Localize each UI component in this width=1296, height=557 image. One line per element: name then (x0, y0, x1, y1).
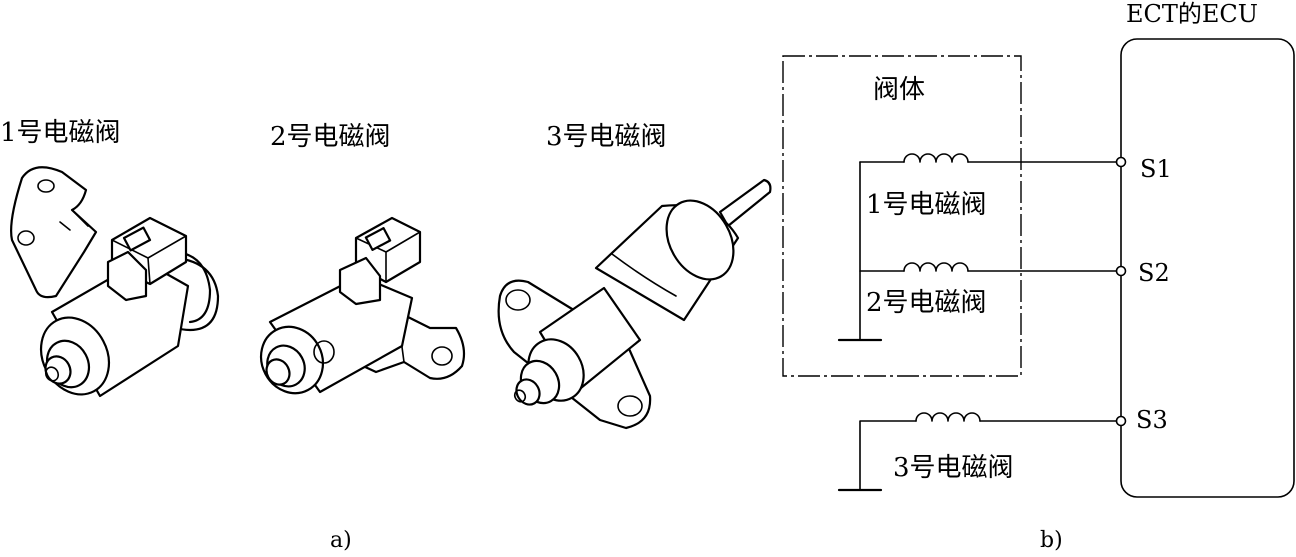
terminal-s1-dot (1115, 156, 1127, 168)
panel-a: 1号电磁阀 2号电磁阀 3号电磁阀 a) (0, 118, 772, 553)
coil-2-label: 2号电磁阀 (866, 288, 987, 318)
panel-b: 阀体 ECT的ECU 1号电磁阀 S1 2号电磁阀 S2 (782, 0, 1295, 553)
coil-2 (859, 262, 1127, 277)
coil-3 (837, 412, 1127, 492)
valve-body-box (782, 55, 1022, 377)
solenoid-valve-3-drawing (497, 178, 772, 430)
solenoid-valve-2-drawing (259, 216, 466, 395)
valve-body-label: 阀体 (873, 75, 925, 105)
valve-2-label: 2号电磁阀 (270, 122, 391, 152)
ecu-title: ECT的ECU (1126, 0, 1258, 28)
terminal-s1-label: S1 (1140, 155, 1172, 183)
caption-a: a) (330, 528, 352, 553)
terminal-s3-dot (1115, 415, 1127, 427)
coil-1-label: 1号电磁阀 (866, 190, 987, 220)
coil-1 (859, 153, 1127, 168)
coil-3-label: 3号电磁阀 (893, 453, 1014, 483)
solenoid-valve-1-drawing (10, 166, 220, 398)
caption-b: b) (1040, 528, 1063, 553)
valve-3-label: 3号电磁阀 (546, 122, 667, 152)
terminal-s2-dot (1115, 265, 1127, 277)
terminal-s2-label: S2 (1138, 259, 1170, 287)
terminal-s3-label: S3 (1136, 406, 1168, 434)
valve-1-label: 1号电磁阀 (0, 118, 121, 148)
